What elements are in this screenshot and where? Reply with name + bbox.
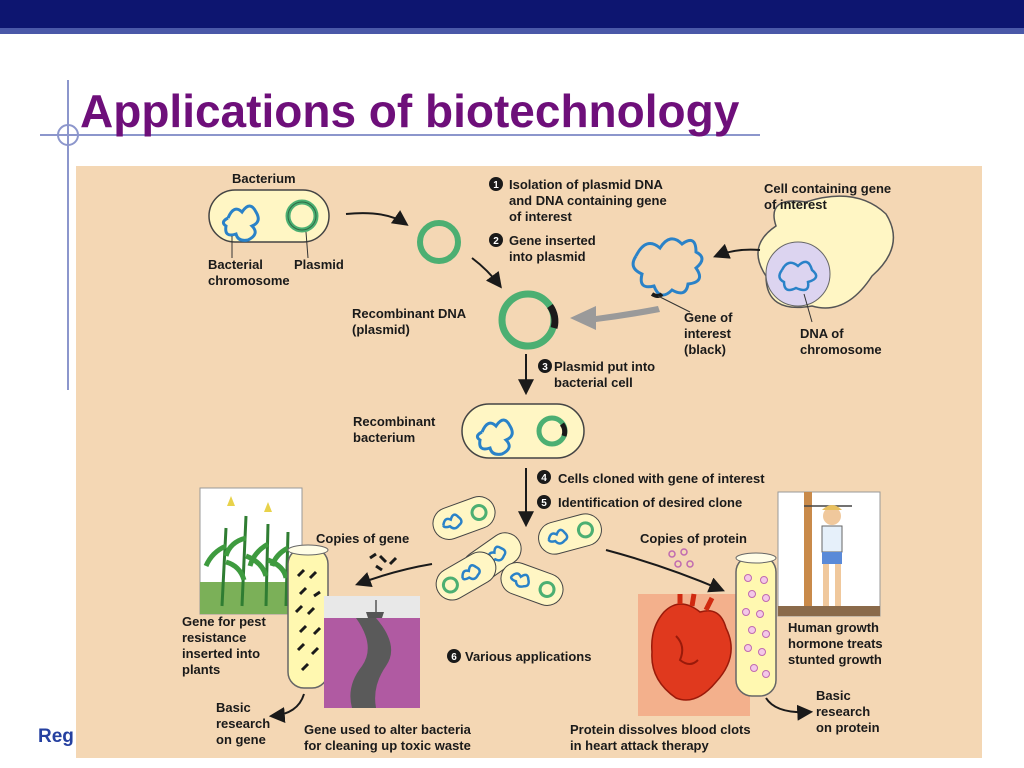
copies-of-protein-label: Copies of protein [640,531,747,546]
arrow-extract-gene [713,243,761,259]
svg-text:Identification of desired clon: Identification of desired clone [558,495,742,510]
step-6: 6 Various applications [447,649,591,664]
gene-of-interest-dna [631,237,704,297]
donor-nucleus [765,241,831,307]
svg-text:4: 4 [541,473,547,484]
bacterium-cell [208,189,330,243]
slide-title: Applications of biotechnology [80,85,740,137]
svg-text:5: 5 [541,498,547,509]
svg-text:Cells cloned with gene of inte: Cells cloned with gene of interest [558,471,765,486]
arrow-isolate [345,210,409,226]
arrow-to-gene-tube [354,563,433,588]
step-5: 5 Identification of desired clone [537,495,742,510]
protein-copies-icon [668,548,694,568]
plasmid-label: Plasmid [294,257,344,272]
svg-text:1: 1 [493,180,499,191]
gene-copies-icon [369,552,398,572]
step-4: 4 Cells cloned with gene of interest [537,470,765,486]
corn-plants-image [199,487,303,615]
svg-text:Various applications: Various applications [465,649,591,664]
arrow-insert [471,257,502,289]
recombinant-bacterium-cell [461,403,585,459]
header-stripe [0,28,1024,34]
bacterium-label: Bacterium [232,171,296,186]
toxic-waste-cleanup-image [324,596,420,708]
arrow-to-protein-tube [605,549,725,593]
recombinant-dna-label: Recombinant DNA(plasmid) [352,306,467,337]
isolated-plasmid-icon [417,220,461,264]
vertical-guide-line [67,80,69,390]
svg-text:3: 3 [542,362,548,373]
cloned-bacteria-cluster [432,496,602,606]
arrow-basic-research-gene [268,693,305,723]
svg-text:2: 2 [493,236,499,247]
growth-hormone-image [777,491,881,617]
copies-of-gene-label: Copies of gene [316,531,409,546]
crosshair-circle-icon [57,124,79,146]
footer-text: Reg [38,726,74,747]
horizontal-guide-line [40,134,760,136]
arrow-basic-research-protein [765,697,814,721]
protein-test-tube [735,552,777,697]
gene-of-interest-black-segment [650,292,664,298]
heart-image [638,593,750,716]
header-bar [0,0,1024,28]
svg-text:6: 6 [451,652,457,663]
gene-test-tube [287,544,329,689]
gray-insert-arrow [570,306,660,330]
